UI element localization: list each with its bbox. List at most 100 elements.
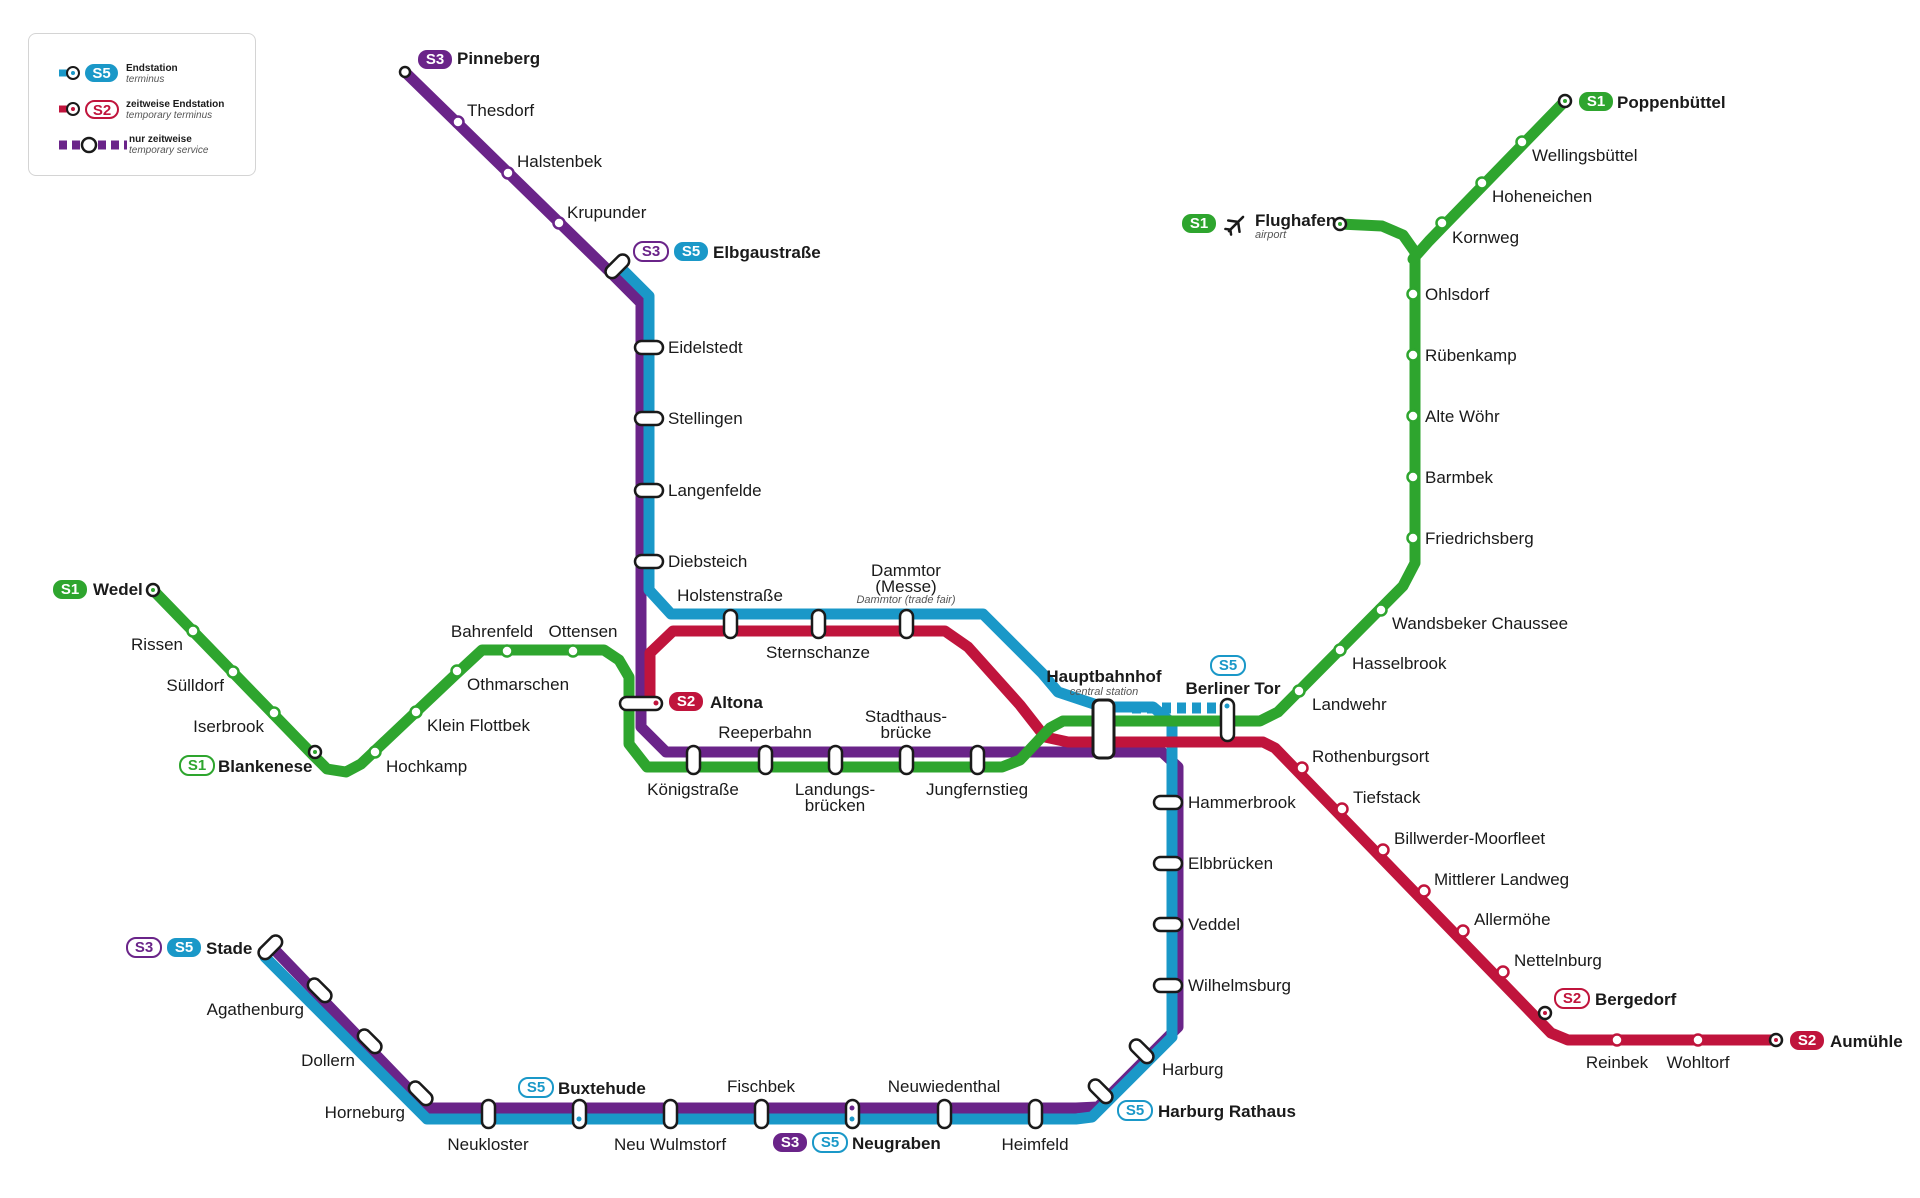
station-dot[interactable] [571,1098,588,1130]
station-dot[interactable] [633,553,665,570]
station-sublabel: central station [1070,686,1138,698]
station-label: Sülldorf [166,676,224,695]
station-dot [1224,703,1230,709]
station-dot[interactable] [256,933,285,962]
station-label: Landwehr [1312,695,1387,714]
station-dot[interactable] [827,744,844,776]
station-dot[interactable] [1027,1098,1044,1130]
station-dot[interactable] [1335,802,1349,816]
station-label: Veddel [1188,915,1240,934]
station-dot[interactable] [662,1098,679,1130]
station-dot[interactable] [722,608,739,640]
station-dot[interactable] [1406,409,1420,423]
station-dot[interactable] [685,744,702,776]
legend-badge-s5 [85,64,118,82]
line-badge-label: S2 [1563,990,1581,1007]
line-badge-s1 [1579,92,1613,111]
line-badge-s5 [1210,655,1246,676]
station-label: Hauptbahnhof [1046,667,1162,686]
station-dot[interactable] [1086,1077,1115,1106]
legend-badge-label: S2 [93,102,111,119]
station-dot[interactable] [936,1098,953,1130]
station-label: Hammerbrook [1188,793,1296,812]
station-dot[interactable] [355,1027,384,1056]
station-dot[interactable] [406,1079,435,1108]
station-label: Alte Wöhr [1425,407,1500,426]
station-dot[interactable] [1406,531,1420,545]
station-label: Krupunder [567,203,647,222]
station-dot[interactable] [1333,643,1347,657]
station-label: Barmbek [1425,468,1494,487]
line-badge-label: S3 [642,243,660,260]
station-dot[interactable] [633,410,665,427]
station-dot[interactable] [500,644,514,658]
station-dot[interactable] [1292,684,1306,698]
line-badge-label: S1 [188,757,206,774]
station-dot[interactable] [1127,1037,1156,1066]
station-dot[interactable] [898,744,915,776]
station-label: Wohltorf [1667,1053,1730,1072]
line-badge-s5 [518,1077,554,1098]
station-dot[interactable] [618,695,664,712]
station-dot[interactable] [753,1098,770,1130]
station-dot[interactable] [305,976,334,1005]
station-dot[interactable] [480,1098,497,1130]
line-badge-s5 [812,1132,848,1153]
station-dot[interactable] [810,608,827,640]
station-dot[interactable] [552,216,566,230]
station-dot[interactable] [603,252,632,281]
station-dot[interactable] [368,745,382,759]
line-badge-s3 [633,241,669,262]
station-dot[interactable] [1406,287,1420,301]
station-dot[interactable] [1406,470,1420,484]
station-dot[interactable] [1152,916,1184,933]
station-dot [313,750,317,754]
station-dot[interactable] [501,166,515,180]
station-dot[interactable] [1152,855,1184,872]
station-dot[interactable] [898,608,915,640]
station-dot[interactable] [267,706,281,720]
station-label: Allermöhe [1474,910,1551,929]
station-dot[interactable] [1691,1033,1705,1047]
station-dot[interactable] [969,744,986,776]
station-dot[interactable] [226,665,240,679]
station-label: Agathenburg [207,1000,304,1019]
station-dot[interactable] [1496,965,1510,979]
station-dot[interactable] [186,624,200,638]
line-badge-label: S3 [426,51,444,68]
station-dot[interactable] [1456,924,1470,938]
station-dot[interactable] [1376,843,1390,857]
station-dot[interactable] [1374,603,1388,617]
station-dot[interactable] [566,644,580,658]
station-dot[interactable] [757,744,774,776]
station-dot[interactable] [398,65,412,79]
station-label: Iserbrook [193,717,264,736]
station-label: Harburg [1162,1060,1223,1079]
station-dot[interactable] [1219,697,1236,743]
station-dot[interactable] [450,664,464,678]
station-label: Dammtor [871,561,941,580]
legend-title: Endstation [126,63,178,74]
station-dot[interactable] [1515,135,1529,149]
station-dot[interactable] [844,1098,861,1130]
station-dot[interactable] [1435,216,1449,230]
line-badge-label: S5 [1219,657,1237,674]
station-dot[interactable] [1417,884,1431,898]
station-dot[interactable] [633,482,665,499]
line-badge-label: S1 [61,581,79,598]
station-dot[interactable] [1152,794,1184,811]
line-badge-s3 [126,937,162,958]
station-dot [653,700,659,706]
station-label: Königstraße [647,780,739,799]
station-dot[interactable] [1406,348,1420,362]
station-dot[interactable] [1475,176,1489,190]
station-dot[interactable] [409,705,423,719]
station-dot[interactable] [633,339,665,356]
station-dot[interactable] [1610,1033,1624,1047]
station-dot[interactable] [451,115,465,129]
station-dot[interactable] [1295,761,1309,775]
station-dot [151,588,155,592]
station-hauptbahnhof[interactable] [1091,698,1116,760]
station-label: Tiefstack [1353,788,1421,807]
station-dot[interactable] [1152,977,1184,994]
